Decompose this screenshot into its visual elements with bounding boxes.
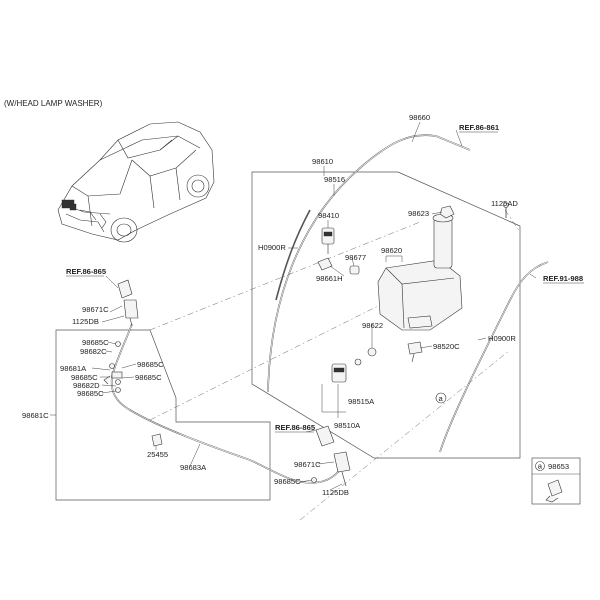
label-98683A: 98683A [180,463,207,472]
label-98671C-top: 98671C [82,305,109,314]
label-H0900R-right: H0900R [488,334,516,343]
label-98610: 98610 [312,157,333,166]
legend-marker [535,461,545,471]
label-98510A: 98510A [334,421,361,430]
label-1125DB-bottom: 1125DB [322,488,349,497]
clip-25455 [151,433,163,447]
assembly-box [251,171,521,459]
legend-part-number: 98653 [548,462,569,471]
label-98660: 98660 [409,113,430,122]
ref-86-865-bottom[interactable]: REF.86-865 [275,423,316,432]
label-98516: 98516 [324,175,345,184]
label-98681C: 98681C [22,411,49,420]
label-98681A: 98681A [60,364,87,373]
label-98682D: 98682D [73,381,100,390]
label-98685C-bottom: 98685C [274,477,301,486]
sensor-98520C [407,341,423,355]
hose-box [55,329,271,501]
label-98685C-5: 98685C [77,389,104,398]
ref-86-861[interactable]: REF.86-861 [459,123,500,132]
nozzle-highlight-right [69,203,77,211]
label-98410: 98410 [318,211,339,220]
label-25455: 25455 [147,450,168,459]
legend-part-illustration [545,479,563,503]
label-98685C-1: 98685C [82,338,109,347]
label-1125DB-top: 1125DB [72,317,99,326]
label-98682C: 98682C [80,347,107,356]
callout-a-text: a [439,394,444,403]
label-98620: 98620 [381,246,402,255]
label-98671C-bottom: 98671C [294,460,321,469]
label-98623: 98623 [408,209,429,218]
leader-lines [50,121,537,491]
label-98520C: 98520C [433,342,460,351]
part-98661H [317,257,333,271]
label-98685C-2: 98685C [137,360,164,369]
washer-pump [321,227,335,254]
label-98661H: 98661H [316,274,343,283]
part-labels: 98660 REF.86-861 98610 98516 1125AD 9862… [22,113,583,497]
label-98677: 98677 [345,253,366,262]
cap-98623 [439,205,455,219]
label-98515A: 98515A [348,397,375,406]
washer-reservoir [377,213,463,331]
header-note: (W/HEAD LAMP WASHER) [4,99,103,108]
pump-98515A [331,358,362,383]
label-98685C-3: 98685C [71,373,98,382]
legend-letter: a [538,462,543,471]
vehicle-illustration [57,121,215,243]
hose-clips [103,341,123,393]
part-98622 [367,347,377,357]
callout-a-marker [435,392,447,404]
ref-91-988[interactable]: REF.91-988 [543,274,583,283]
ref-86-865-top[interactable]: REF.86-865 [66,267,107,276]
nozzle-98671C-top [117,279,139,327]
label-98685C-4: 98685C [135,373,162,382]
nozzle-98671C-bottom [311,425,351,487]
grommet-98677 [349,265,360,275]
label-98622: 98622 [362,321,383,330]
label-H0900R-left: H0900R [258,243,286,252]
label-1125AD: 1125AD [491,199,518,208]
